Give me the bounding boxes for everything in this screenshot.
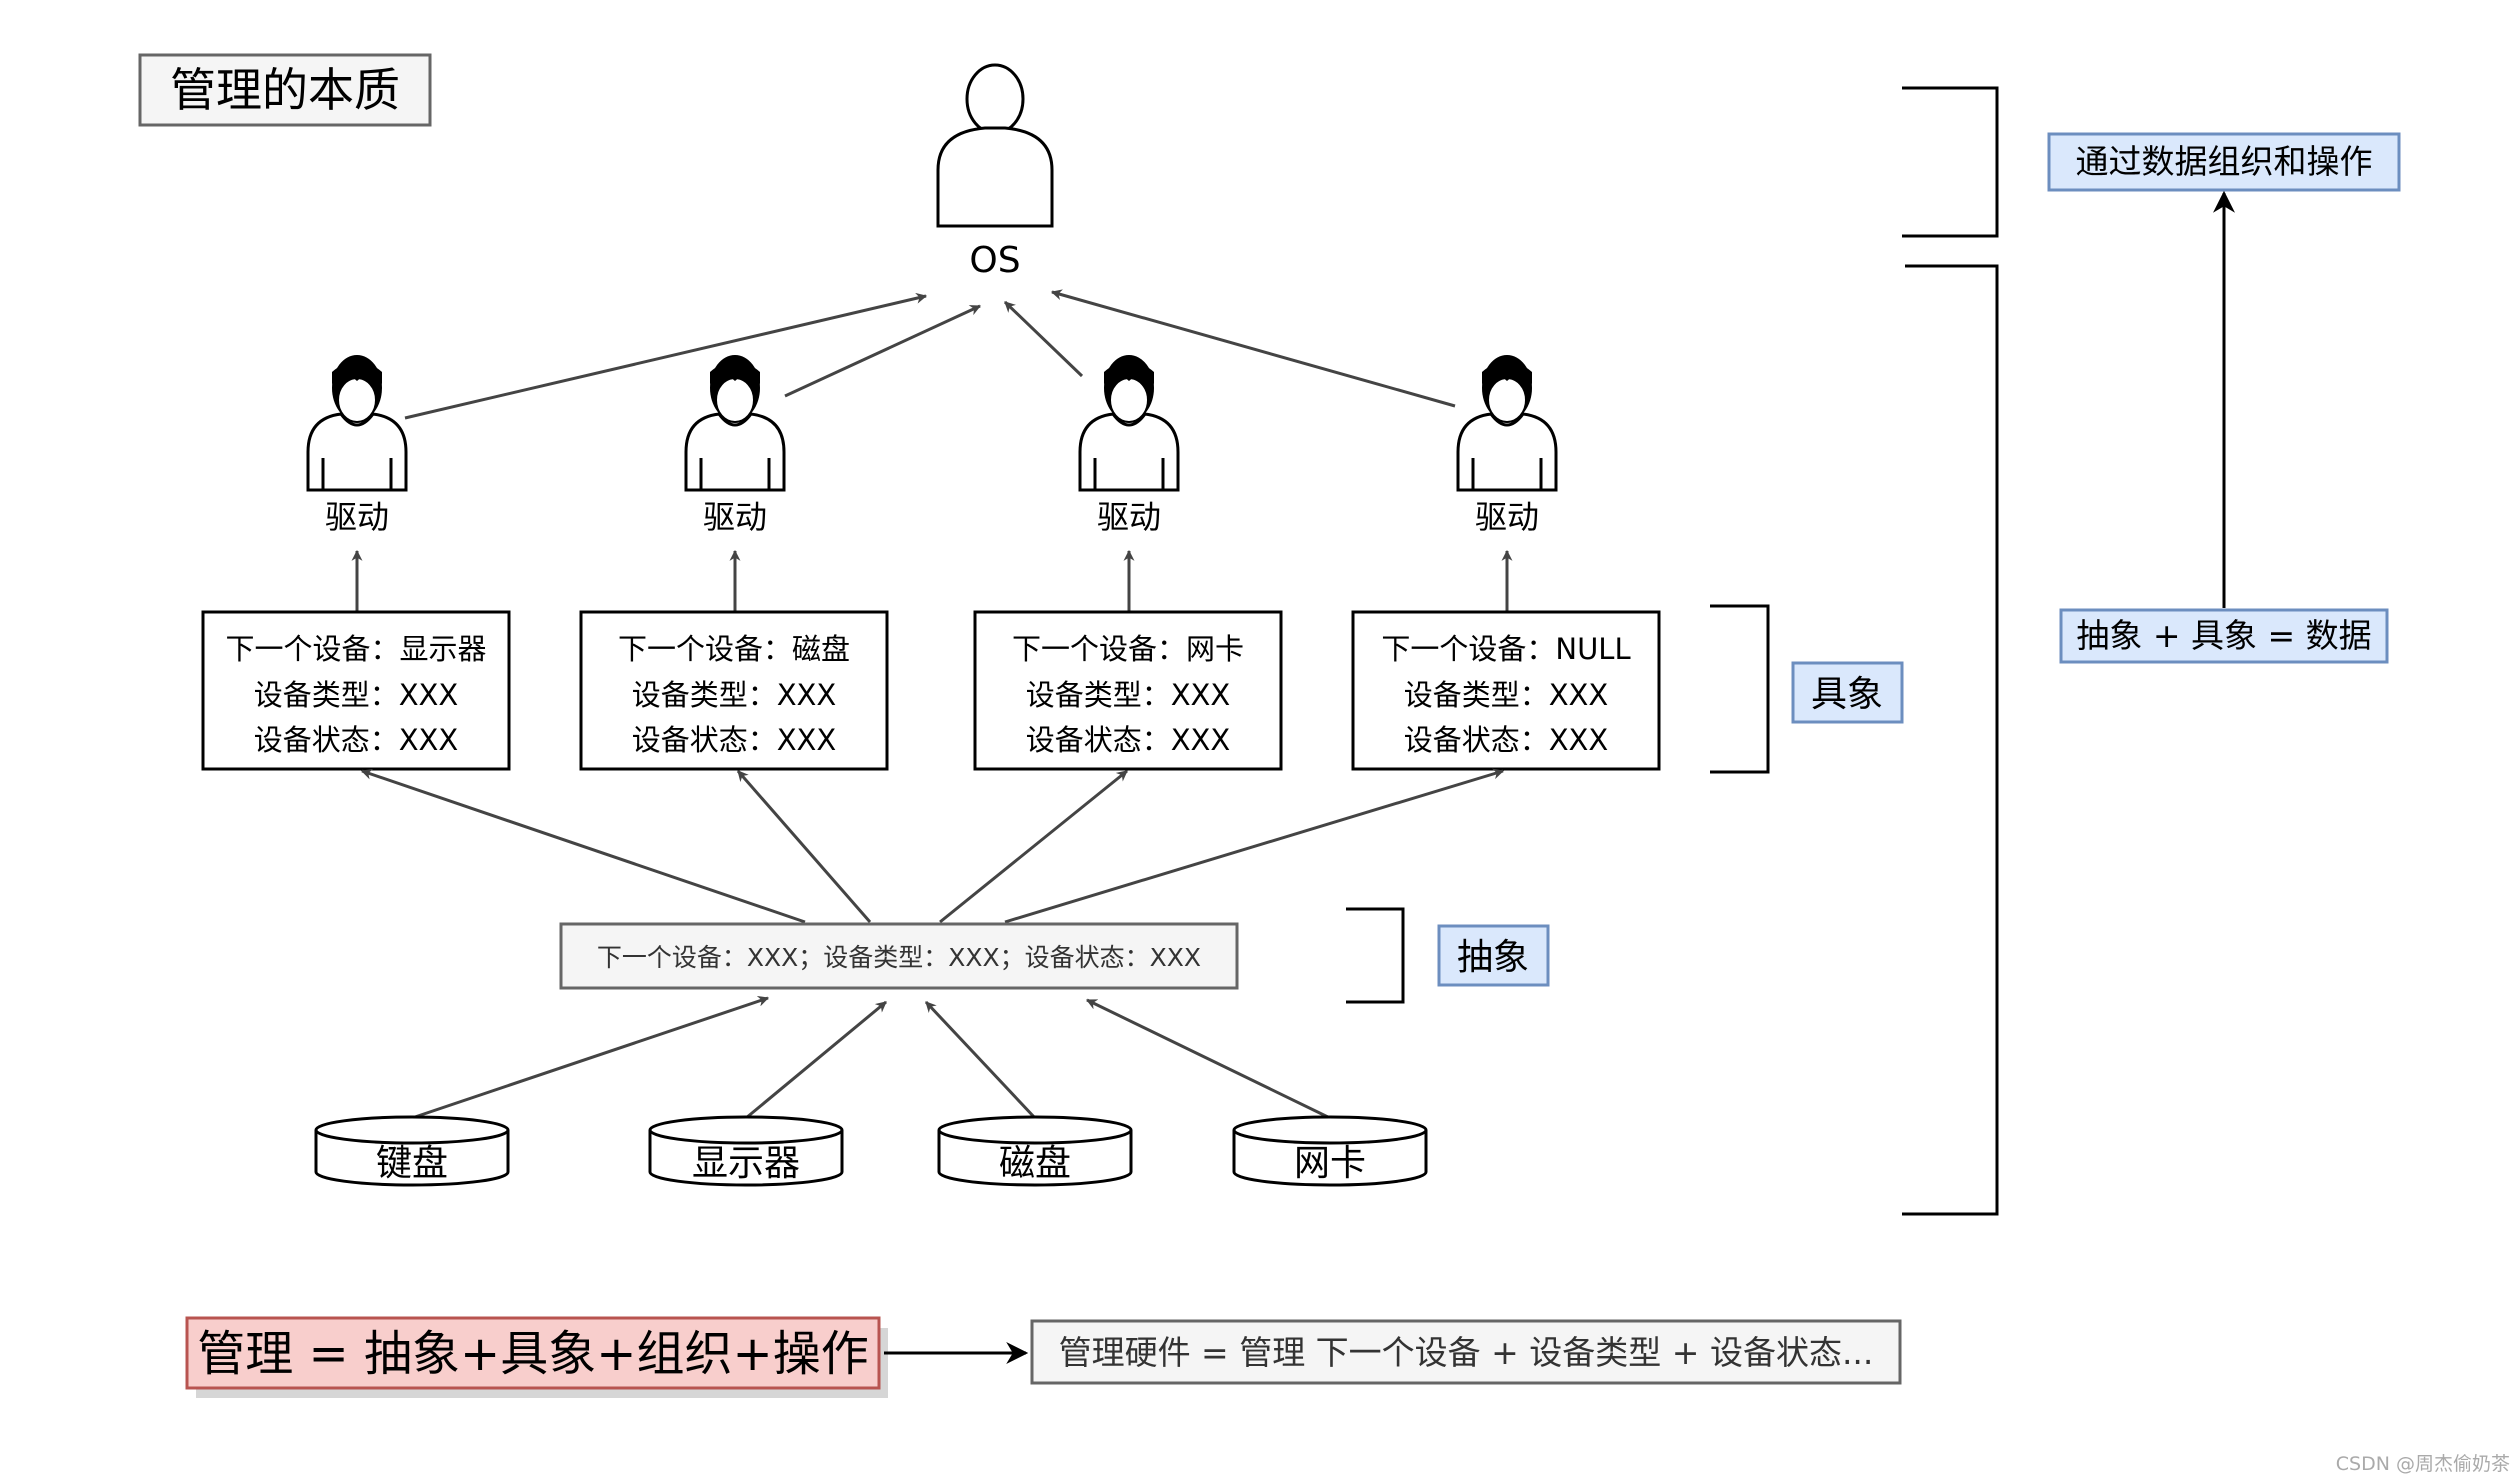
- arrow-driver3-os: [1003, 300, 1084, 378]
- device-label-4: 网卡: [1294, 1143, 1366, 1184]
- concrete-box-line: 设备类型：XXX: [254, 678, 459, 712]
- arrow-display-abstract: [745, 1000, 887, 1120]
- device-label-1: 键盘: [376, 1143, 448, 1184]
- arrow-nic-abstract: [1086, 998, 1331, 1120]
- arrow-driver1-os: [404, 292, 928, 420]
- abstract-label: 抽象: [1457, 937, 1529, 978]
- management-formula-text: 管理 = 抽象+具象+组织+操作: [197, 1326, 868, 1382]
- bracket-abstract: [1346, 907, 1405, 1004]
- drivers-group: 驱动 驱动 驱动 驱动: [306, 355, 1558, 536]
- concrete-box-line: 下一个设备：NULL: [1381, 632, 1630, 666]
- device-cylinder-1: 键盘: [314, 1115, 510, 1187]
- os-user-icon: [936, 63, 1054, 228]
- concrete-label: 具象: [1811, 674, 1883, 715]
- formula-label: 抽象 + 具象 = 数据: [2076, 616, 2371, 655]
- hardware-detail-text: 管理硬件 = 管理 下一个设备 + 设备类型 + 设备状态...: [1059, 1333, 1874, 1372]
- organize-label: 通过数据组织和操作: [2076, 142, 2373, 181]
- driver-label-1: 驱动: [325, 498, 389, 536]
- formula-label-box: 抽象 + 具象 = 数据: [2059, 608, 2389, 664]
- arrow-abstract-box4: [1004, 768, 1505, 924]
- bracket-os: [1902, 86, 1999, 238]
- driver-icon-2: 驱动: [684, 355, 786, 536]
- watermark: CSDN @周杰偷奶茶: [2336, 1453, 2510, 1475]
- driver-label-4: 驱动: [1475, 498, 1539, 536]
- driver-icon-1: 驱动: [306, 355, 408, 536]
- device-label-3: 磁盘: [999, 1143, 1071, 1184]
- brackets-group: [1346, 86, 1999, 1216]
- device-to-abstract-arrows: [411, 995, 1331, 1120]
- concrete-box-line: 设备类型：XXX: [632, 678, 837, 712]
- arrow-driver4-os: [1050, 289, 1456, 408]
- page-title: 管理的本质: [170, 63, 400, 117]
- concrete-boxes-group: 下一个设备：显示器设备类型：XXX设备状态：XXX下一个设备：磁盘设备类型：XX…: [201, 610, 1661, 771]
- title-box: 管理的本质: [138, 53, 432, 127]
- bracket-concrete: [1710, 604, 1770, 774]
- driver-to-os-arrows: [404, 289, 1456, 420]
- concrete-box-line: 设备类型：XXX: [1404, 678, 1609, 712]
- device-cylinder-4: 网卡: [1232, 1115, 1428, 1187]
- arrow-driver2-os: [784, 304, 981, 398]
- organize-label-box: 通过数据组织和操作: [2047, 132, 2401, 192]
- hardware-detail-box: 管理硬件 = 管理 下一个设备 + 设备类型 + 设备状态...: [1030, 1319, 1902, 1385]
- concrete-box-line: 设备状态：XXX: [254, 723, 459, 757]
- concrete-label-box: 具象: [1791, 661, 1904, 724]
- arrow-abstract-box1: [360, 768, 806, 924]
- abstract-box-text: 下一个设备：XXX；设备类型：XXX；设备状态：XXX: [597, 943, 1201, 972]
- device-label-2: 显示器: [692, 1143, 800, 1184]
- concrete-box-line: 设备类型：XXX: [1026, 678, 1231, 712]
- devices-group: 键盘 显示器 磁盘 网卡: [314, 1115, 1428, 1187]
- concrete-box-line: 下一个设备：显示器: [225, 632, 486, 666]
- driver-icon-4: 驱动: [1456, 355, 1558, 536]
- management-formula-box: 管理 = 抽象+具象+组织+操作: [185, 1316, 888, 1398]
- concrete-box-line: 设备状态：XXX: [632, 723, 837, 757]
- concrete-box-line: 设备状态：XXX: [1404, 723, 1609, 757]
- concrete-box-line: 下一个设备：网卡: [1012, 632, 1244, 666]
- device-cylinder-3: 磁盘: [937, 1115, 1133, 1187]
- abstract-box: 下一个设备：XXX；设备类型：XXX；设备状态：XXX: [559, 922, 1239, 990]
- concrete-box-4: 下一个设备：NULL 设备类型：XXX 设备状态：XXX: [1351, 610, 1661, 771]
- box-to-driver-arrows: [351, 549, 1513, 612]
- arrow-abstract-box3: [939, 769, 1128, 924]
- driver-label-2: 驱动: [703, 498, 767, 536]
- device-cylinder-2: 显示器: [648, 1115, 844, 1187]
- concrete-box-line: 设备状态：XXX: [1026, 723, 1231, 757]
- arrow-abstract-box2: [736, 770, 872, 923]
- driver-icon-3: 驱动: [1078, 355, 1180, 536]
- arrow-keyboard-abstract: [411, 995, 770, 1120]
- abstract-to-concrete-arrows: [360, 768, 1505, 924]
- os-label: OS: [969, 240, 1020, 281]
- driver-label-3: 驱动: [1097, 498, 1161, 536]
- concrete-box-line: 下一个设备：磁盘: [618, 632, 850, 666]
- bracket-big: [1902, 264, 1999, 1216]
- arrow-disk-abstract: [924, 1000, 1037, 1120]
- abstract-label-box: 抽象: [1437, 924, 1550, 987]
